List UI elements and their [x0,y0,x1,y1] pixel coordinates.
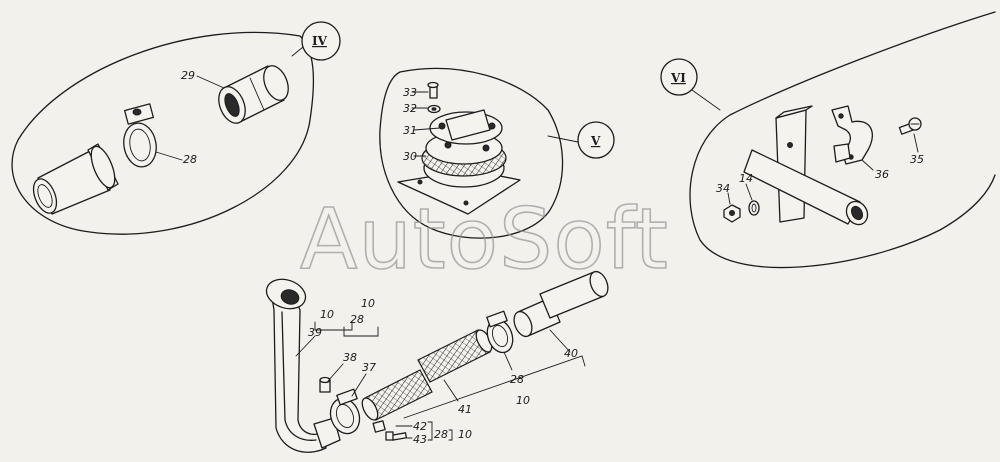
screw-35-part [898,117,922,135]
label-group-28b: 28 [434,428,448,441]
label-43: 43 [413,433,427,446]
sleeve-29-part [218,65,289,124]
callout-v: V [547,121,615,159]
label-28-main: 28 [510,373,524,386]
tube-part [743,149,869,226]
clamp-37-part [329,388,361,435]
label-32: 32 [403,102,417,115]
callout-iv-label: IV [312,34,328,48]
callout-vi: VI [660,58,721,111]
label-29: 29 [181,69,195,82]
connector-40-part [513,270,609,338]
clamp-28-part [123,103,157,168]
main-labels: 39 38 37 41 28 40 42 43 10 10 28 10 28 1… [308,297,578,446]
watermark-text: AutoSoft [300,190,669,288]
label-group-28: 28 [350,313,364,326]
main-leaders [295,321,586,441]
callout-vi-label: VI [670,71,686,85]
label-28-detail: 28 [183,153,197,166]
clip-36-part [831,105,873,165]
detail-vi-view: 36 35 34 14 [689,11,996,269]
label-40: 40 [564,347,578,360]
label-33: 33 [403,86,417,99]
bolt-43-part [385,431,408,441]
label-31: 31 [403,124,417,137]
detail-v-view: 33 32 31 30 [379,67,564,239]
sleeve-38-part [319,376,331,393]
label-group-10b: 10 [361,297,375,310]
label-35: 35 [910,153,924,166]
label-group-10d: 10 [458,428,472,441]
label-36: 36 [875,168,889,181]
callout-iv: IV [291,21,341,61]
label-34: 34 [716,182,730,195]
label-42: 42 [413,420,427,433]
washer-14-part [748,200,760,216]
label-39: 39 [308,326,322,339]
detail-iv-view: 29 28 [11,31,315,235]
callout-v-label: V [590,134,601,148]
label-group-10a: 10 [320,308,334,321]
label-14: 14 [739,172,753,185]
main-pipe-assembly [265,270,609,453]
label-41: 41 [458,403,472,416]
hose-41-part [361,329,493,421]
label-group-10c: 10 [516,394,530,407]
nut-34-part [723,204,741,223]
label-30: 30 [403,150,417,163]
washer-42-part [372,420,386,433]
label-37: 37 [362,361,376,374]
label-38: 38 [343,351,357,364]
pipe-end-part [32,143,119,215]
elbow-pipe-39 [265,278,341,453]
clamp-28-main-part [486,310,514,354]
